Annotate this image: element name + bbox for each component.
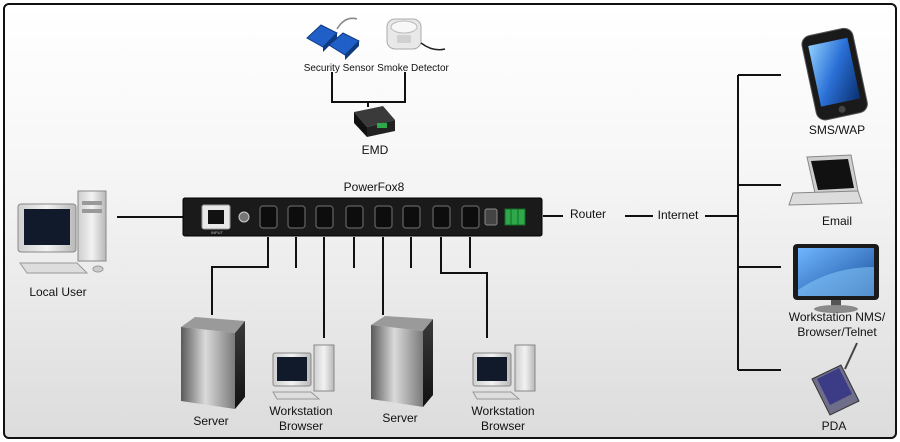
outlet7-workstation-line <box>440 237 488 338</box>
pda-label: PDA <box>821 419 847 433</box>
monitor-icon <box>793 244 879 313</box>
workstation-icon-2 <box>472 344 536 400</box>
workstation-nms-label-line1: Workstation NMS/ <box>788 310 886 324</box>
workstation-label: Workstation <box>269 404 333 418</box>
pda-icon <box>811 342 860 416</box>
outlet1-server-line <box>211 237 269 315</box>
sms-wap-label: SMS/WAP <box>808 123 866 137</box>
workstation-nms-label-line2: Browser/Telnet <box>797 325 877 339</box>
router-label: Router <box>569 207 607 221</box>
powerfox8-pdu: INPUT <box>182 197 543 237</box>
server-icon <box>181 317 245 409</box>
security-sensor-icon <box>306 17 360 60</box>
outlets <box>259 205 480 229</box>
diagram-frame: INPUT <box>3 3 897 439</box>
internet-label: Internet <box>657 208 699 222</box>
email-label: Email <box>821 214 853 228</box>
local-user-label: Local User <box>29 285 87 299</box>
browser-label-2: Browser <box>480 419 526 433</box>
smoke-detector-label: Smoke Detector <box>377 63 449 74</box>
sensor-bus-line <box>331 72 406 103</box>
workstation-label-2: Workstation <box>471 404 535 418</box>
emd-label: EMD <box>361 143 389 157</box>
smartphone-icon <box>801 27 868 121</box>
server-icon-2 <box>371 316 433 407</box>
browser-label: Browser <box>278 419 324 433</box>
smoke-detector-icon <box>386 18 446 51</box>
server-label: Server <box>193 414 229 428</box>
workstation-icon <box>272 344 335 400</box>
connection-lines <box>117 72 781 371</box>
security-sensor-label: Security Sensor <box>303 63 375 74</box>
powerfox8-label: PowerFox8 <box>343 180 405 194</box>
network-diagram: INPUT <box>17 17 879 416</box>
pdu-input-label: INPUT <box>211 230 224 235</box>
emd-device-icon <box>354 106 395 137</box>
laptop-icon <box>788 154 863 206</box>
server-label-2: Server <box>382 411 418 425</box>
terminal-block <box>504 208 526 226</box>
local-user-computer-icon <box>17 190 107 274</box>
